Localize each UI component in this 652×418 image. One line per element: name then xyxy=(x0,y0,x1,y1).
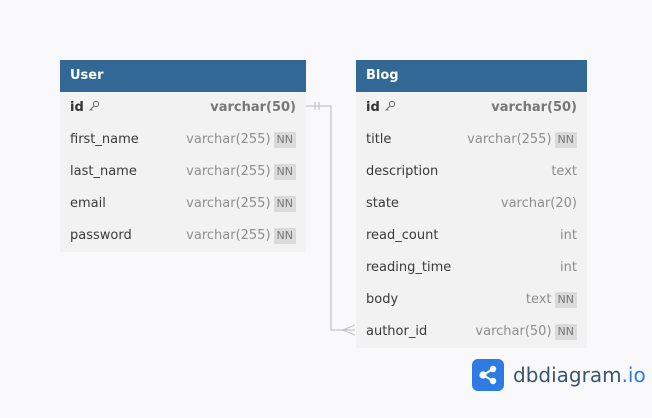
field-row-read-count[interactable]: read_count int xyxy=(356,220,587,252)
field-type: varchar(50) xyxy=(475,324,552,339)
field-type: varchar(50) xyxy=(491,100,577,115)
table-header[interactable]: User xyxy=(60,60,306,92)
field-row-author-id[interactable]: author_id varchar(50)NN xyxy=(356,316,587,348)
field-type: varchar(20) xyxy=(500,196,577,211)
not-null-badge: NN xyxy=(273,164,296,180)
key-icon xyxy=(384,93,396,111)
not-null-badge: NN xyxy=(554,132,577,148)
field-row-password[interactable]: password varchar(255)NN xyxy=(60,220,306,252)
key-icon xyxy=(88,93,100,111)
field-row-id[interactable]: id varchar(50) xyxy=(356,92,587,124)
not-null-badge: NN xyxy=(554,324,577,340)
not-null-badge: NN xyxy=(273,132,296,148)
field-name: id xyxy=(366,92,396,124)
field-name: id xyxy=(70,92,100,124)
field-name: reading_time xyxy=(366,260,452,275)
relationship-line xyxy=(306,105,355,331)
field-name: description xyxy=(366,164,439,179)
field-row-id[interactable]: id varchar(50) xyxy=(60,92,306,124)
field-name: author_id xyxy=(366,324,428,339)
field-type: varchar(255) xyxy=(186,132,271,147)
not-null-badge: NN xyxy=(554,292,577,308)
brand-watermark[interactable]: dbdiagram.io xyxy=(472,358,646,392)
not-null-badge: NN xyxy=(273,228,296,244)
field-row-email[interactable]: email varchar(255)NN xyxy=(60,188,306,220)
field-name: password xyxy=(70,228,132,243)
table-user[interactable]: User id varchar(50) first_name varchar(255)… xyxy=(60,60,306,252)
field-row-description[interactable]: description text xyxy=(356,156,587,188)
field-row-last-name[interactable]: last_name varchar(255)NN xyxy=(60,156,306,188)
field-name: state xyxy=(366,196,399,211)
field-type: text xyxy=(525,292,552,307)
field-row-title[interactable]: title varchar(255)NN xyxy=(356,124,587,156)
table-header[interactable]: Blog xyxy=(356,60,587,92)
field-name: read_count xyxy=(366,228,439,243)
field-type: varchar(50) xyxy=(210,100,296,115)
field-name: last_name xyxy=(70,164,137,179)
field-type: int xyxy=(560,228,577,243)
not-null-badge: NN xyxy=(273,196,296,212)
many-marker xyxy=(341,324,356,336)
field-type: int xyxy=(560,260,577,275)
field-name: body xyxy=(366,292,399,307)
brand-name: dbdiagram.io xyxy=(513,363,646,387)
field-type: varchar(255) xyxy=(186,228,271,243)
field-type: varchar(255) xyxy=(467,132,552,147)
share-nodes-icon xyxy=(472,359,504,391)
field-type: varchar(255) xyxy=(186,164,271,179)
field-name: first_name xyxy=(70,132,139,147)
field-type: varchar(255) xyxy=(186,196,271,211)
field-name: title xyxy=(366,132,392,147)
field-row-state[interactable]: state varchar(20) xyxy=(356,188,587,220)
field-type: text xyxy=(551,164,577,179)
field-name: email xyxy=(70,196,106,211)
field-row-reading-time[interactable]: reading_time int xyxy=(356,252,587,284)
field-row-first-name[interactable]: first_name varchar(255)NN xyxy=(60,124,306,156)
